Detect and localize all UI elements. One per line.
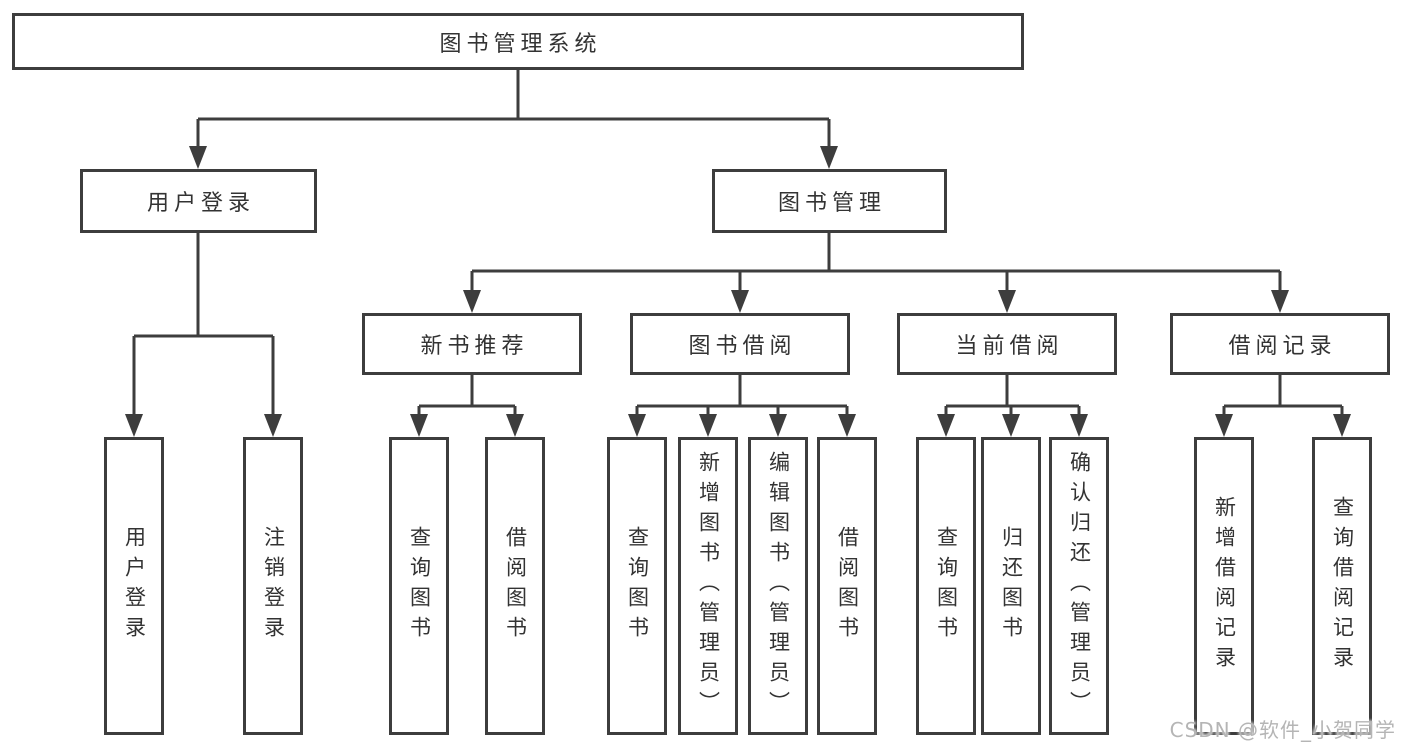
node-book-borrow: 图书借阅 (630, 313, 850, 375)
leaf-borrow-edit-books-admin: 编辑图书（管理员） (748, 437, 808, 735)
csdn-watermark: CSDN @软件_小贺同学 (1169, 718, 1396, 742)
leaf-current-return-books: 归还图书 (981, 437, 1041, 735)
node-new-book-recommend-label: 新书推荐 (420, 334, 529, 359)
node-borrow-records-label: 借阅记录 (1228, 334, 1337, 359)
leaf-recommend-borrow-books: 借阅图书 (485, 437, 545, 735)
leaf-borrow-query-books: 查询图书 (607, 437, 667, 735)
leaf-borrow-add-books-admin: 新增图书（管理员） (678, 437, 738, 735)
leaf-current-confirm-return-admin-label: 确认归还（管理员） (1067, 451, 1092, 721)
node-new-book-recommend: 新书推荐 (362, 313, 582, 375)
leaf-logout: 注销登录 (243, 437, 303, 735)
leaf-user-login-label: 用户登录 (122, 526, 147, 646)
leaf-records-add-record: 新增借阅记录 (1194, 437, 1254, 735)
leaf-borrow-borrow-books-label: 借阅图书 (835, 526, 860, 646)
leaf-records-query-record-label: 查询借阅记录 (1330, 496, 1355, 676)
leaf-logout-label: 注销登录 (261, 526, 286, 646)
node-root-label: 图书管理系统 (439, 31, 602, 57)
node-book-management-label: 图书管理 (777, 191, 886, 216)
leaf-current-return-books-label: 归还图书 (999, 526, 1024, 646)
leaf-records-query-record: 查询借阅记录 (1312, 437, 1372, 735)
node-user-login: 用户登录 (80, 169, 317, 233)
leaf-current-query-books: 查询图书 (916, 437, 976, 735)
node-book-management: 图书管理 (712, 169, 947, 233)
leaf-borrow-edit-books-admin-label: 编辑图书（管理员） (766, 451, 791, 721)
leaf-recommend-borrow-books-label: 借阅图书 (503, 526, 528, 646)
leaf-records-add-record-label: 新增借阅记录 (1212, 496, 1237, 676)
leaf-borrow-borrow-books: 借阅图书 (817, 437, 877, 735)
node-current-borrow-label: 当前借阅 (955, 334, 1064, 359)
node-user-login-label: 用户登录 (146, 191, 255, 216)
leaf-borrow-query-books-label: 查询图书 (625, 526, 650, 646)
node-borrow-records: 借阅记录 (1170, 313, 1390, 375)
arrowhead-icons (125, 146, 1351, 437)
leaf-current-confirm-return-admin: 确认归还（管理员） (1049, 437, 1109, 735)
node-root-library-system: 图书管理系统 (12, 13, 1024, 70)
node-current-borrow: 当前借阅 (897, 313, 1117, 375)
node-book-borrow-label: 图书借阅 (688, 334, 797, 359)
leaf-recommend-query-books-label: 查询图书 (407, 526, 432, 646)
leaf-user-login: 用户登录 (104, 437, 164, 735)
leaf-recommend-query-books: 查询图书 (389, 437, 449, 735)
leaf-current-query-books-label: 查询图书 (934, 526, 959, 646)
leaf-borrow-add-books-admin-label: 新增图书（管理员） (696, 451, 721, 721)
